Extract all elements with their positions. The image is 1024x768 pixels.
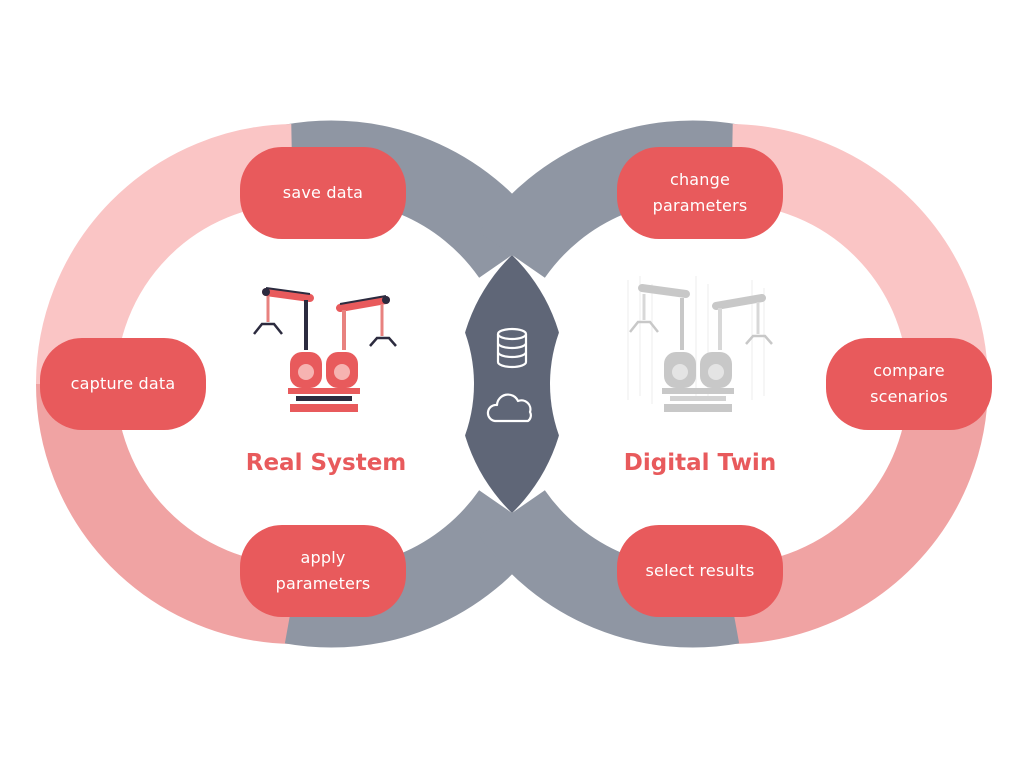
cloud-icon [486,393,532,423]
real-system-circle [170,232,474,536]
digital-twin-circle [550,232,854,536]
digital-robotic-arms-icon [627,276,773,412]
robotic-arms-icon [253,287,397,412]
compare-scenarios-step: compare scenarios [826,338,992,430]
change-parameters-step: change parameters [617,147,783,239]
right-loop-ring [479,120,988,648]
real-system-title: Real System [245,450,407,476]
database-icon [496,327,528,369]
digital-twin-title: Digital Twin [623,450,777,476]
loop-overlap [457,255,567,513]
apply-parameters-step: apply parameters [240,525,406,617]
save-data-step: save data [240,147,406,239]
select-results-step: select results [617,525,783,617]
capture-data-step: capture data [40,338,206,430]
